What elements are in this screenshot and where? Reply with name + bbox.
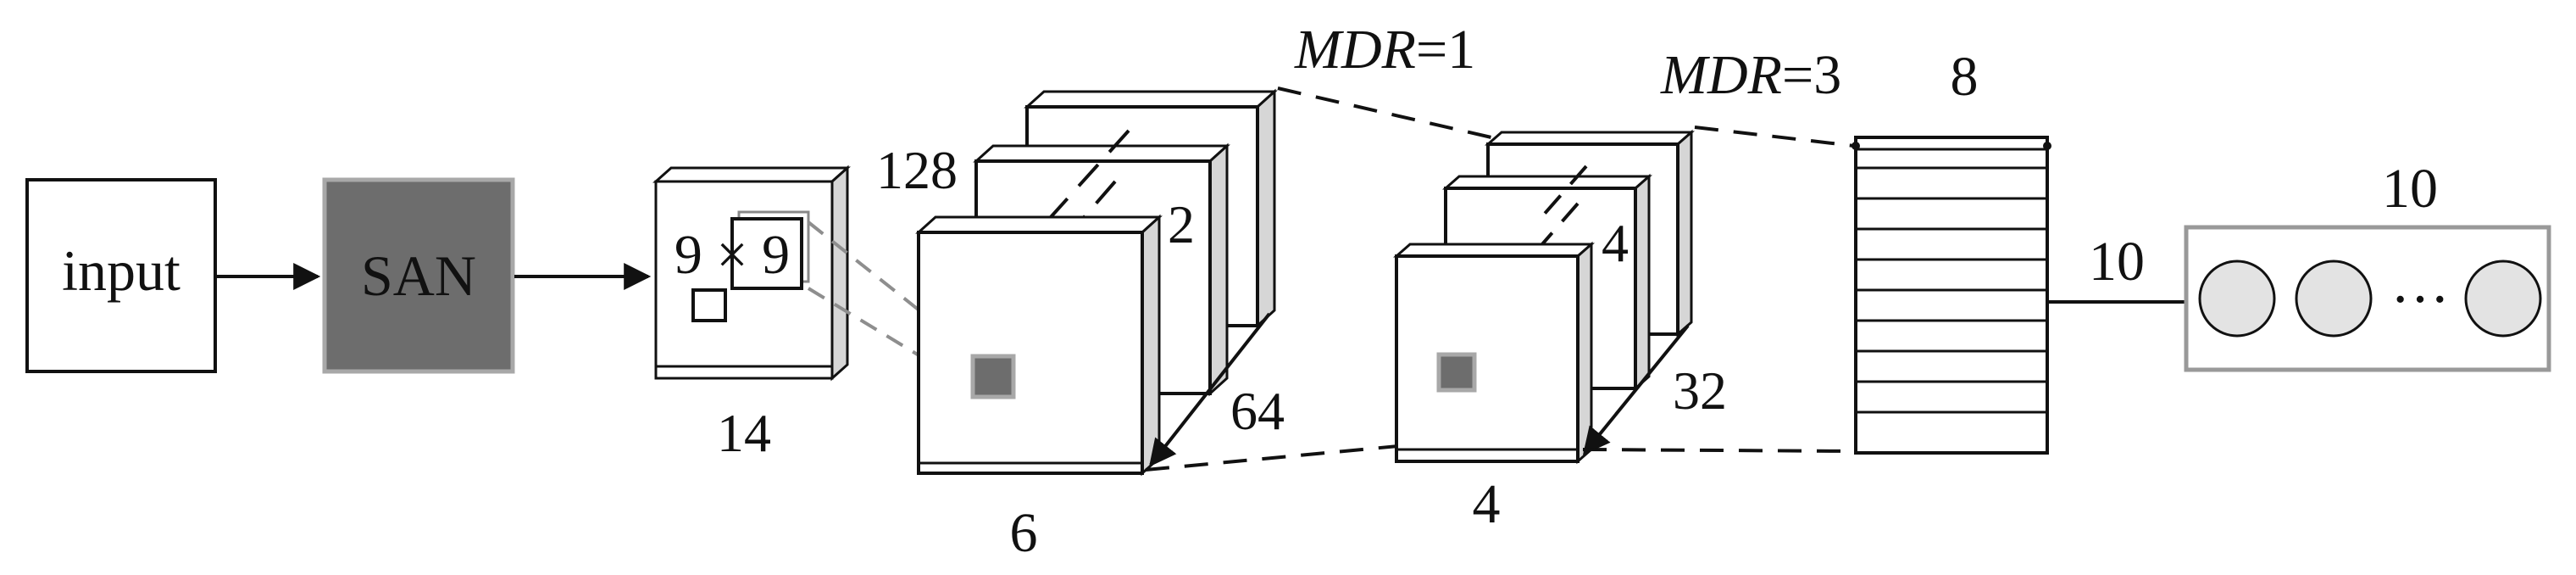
input-feature-map-14 bbox=[652, 165, 851, 382]
depth-arrow-32 bbox=[1582, 324, 1690, 455]
san-block: SAN bbox=[322, 177, 515, 374]
size-6-label: 6 bbox=[1010, 502, 1038, 564]
secondary-capsule-stack bbox=[1393, 129, 1695, 465]
connector-bottom-2 bbox=[1582, 448, 1855, 453]
out-10-label: 10 bbox=[2382, 158, 2438, 220]
truncated-4-label: 4 bbox=[1602, 213, 1629, 273]
primary-capsule-stack bbox=[915, 88, 1278, 477]
kernel-box-front bbox=[730, 217, 803, 290]
san-label: SAN bbox=[361, 243, 476, 308]
connector-top-2 bbox=[1694, 126, 1855, 148]
input-block: input bbox=[25, 178, 217, 373]
output-node-10 bbox=[2464, 260, 2542, 338]
output-layer bbox=[2184, 225, 2551, 372]
output-node-2 bbox=[2295, 260, 2373, 338]
depth-64-label: 64 bbox=[1230, 381, 1285, 441]
depth-32-label: 32 bbox=[1673, 360, 1727, 421]
ellipsis-label: ··· bbox=[2390, 267, 2450, 332]
mdr-3-label: MDR=3 bbox=[1660, 44, 1841, 106]
connector-top-1 bbox=[1277, 87, 1492, 139]
receptive-square bbox=[691, 288, 727, 322]
fc-10-label: 10 bbox=[2089, 231, 2145, 293]
channels-128-label: 128 bbox=[876, 140, 958, 200]
width-8-label: 8 bbox=[1951, 46, 1979, 108]
kernel-label: 9 × 9 bbox=[675, 224, 790, 286]
input-label: input bbox=[62, 238, 180, 303]
capsule-square-secondary bbox=[1436, 352, 1477, 393]
class-capsule-column bbox=[1852, 136, 2051, 455]
size-4-label: 4 bbox=[1473, 473, 1501, 535]
size-14-label: 14 bbox=[717, 403, 771, 463]
output-node-1 bbox=[2198, 260, 2276, 338]
depth-arrow-64 bbox=[1149, 312, 1271, 467]
mdr-1-label: MDR=1 bbox=[1294, 19, 1475, 81]
truncated-2-label: 2 bbox=[1168, 194, 1195, 254]
capsule-square-primary bbox=[970, 354, 1016, 399]
connector-bottom-1 bbox=[1145, 444, 1399, 472]
